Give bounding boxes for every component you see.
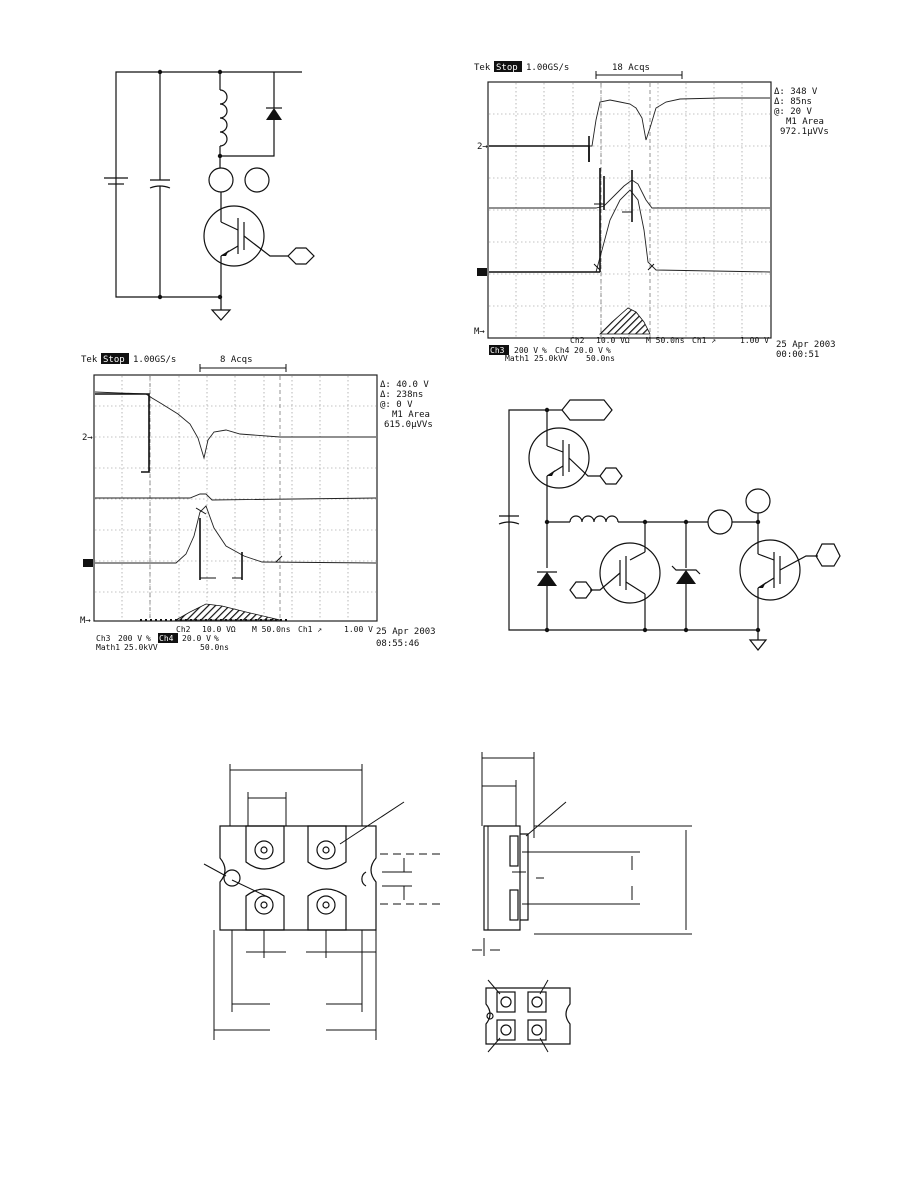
switching-energy-area bbox=[599, 307, 651, 335]
probe-node-icon bbox=[745, 488, 771, 514]
scope-run-state: Stop bbox=[103, 355, 125, 365]
ground-icon bbox=[748, 630, 768, 651]
freewheel-diode-icon bbox=[266, 107, 282, 120]
svg-text:%: % bbox=[146, 634, 151, 643]
capacitor-icon bbox=[498, 515, 520, 525]
scope-date: 25 Apr 2003 bbox=[376, 627, 436, 637]
readout-line: 615.0µVVs bbox=[384, 420, 433, 430]
trigger-source: Ch1 ↗ bbox=[298, 625, 322, 634]
scope-date: 25 Apr 2003 bbox=[776, 340, 836, 350]
inductor-icon bbox=[219, 89, 228, 147]
test-circuit-inductive-load bbox=[104, 69, 315, 321]
package-outline-top-view bbox=[203, 764, 442, 1040]
math-scale: 25.0kVV bbox=[124, 643, 158, 652]
trigger-level: 1.00 V bbox=[344, 625, 373, 634]
math-marker: M→ bbox=[474, 327, 485, 337]
gate-terminal-icon bbox=[287, 247, 315, 265]
readout-line: @: 0 V bbox=[380, 400, 413, 410]
ch2-marker: 2→ bbox=[477, 142, 488, 152]
readout-line: M1 Area bbox=[392, 410, 430, 420]
readout-line: Δ: 40.0 V bbox=[380, 380, 429, 390]
ch4-label: Ch4 bbox=[159, 634, 174, 643]
diode-icon bbox=[537, 571, 557, 586]
readout-line: @: 20 V bbox=[774, 107, 813, 117]
ch3-label: Ch3 bbox=[96, 634, 111, 643]
ch2-marker: 2→ bbox=[82, 433, 93, 443]
switching-energy-area bbox=[174, 603, 281, 621]
igbt-transistor-icon bbox=[528, 427, 600, 489]
scope-time: 00:00:51 bbox=[776, 350, 819, 360]
svg-text:%: % bbox=[606, 346, 611, 355]
scope-grid bbox=[489, 83, 770, 337]
igbt-transistor-icon bbox=[739, 539, 818, 601]
timebase: M 50.0ns bbox=[252, 625, 291, 634]
math-scale: 25.0kVV bbox=[534, 354, 568, 363]
ch3-scale: 200 V bbox=[514, 346, 538, 355]
trigger-level: 1.00 V bbox=[740, 336, 769, 345]
terminal-pad bbox=[245, 888, 285, 931]
math-label: Math1 bbox=[505, 354, 529, 363]
zener-diode-icon bbox=[671, 565, 701, 584]
test-circuit-half-bridge bbox=[498, 399, 841, 651]
timebase: M 50.0ns bbox=[646, 336, 685, 345]
gate-terminal-icon bbox=[561, 399, 613, 421]
package-pinout-icon bbox=[485, 979, 571, 1053]
trigger-source: Ch1 ↗ bbox=[692, 336, 716, 345]
readout-line: 972.1µVVs bbox=[780, 127, 829, 137]
gate-terminal-icon bbox=[569, 581, 593, 599]
ch2-label: Ch2 bbox=[176, 625, 191, 634]
scope-brand: Tek bbox=[81, 355, 98, 365]
scope-sample-rate: 1.00GS/s bbox=[526, 63, 569, 73]
ch3-scale: 200 V bbox=[118, 634, 142, 643]
package-outline-side-view bbox=[472, 752, 692, 956]
igbt-transistor-icon bbox=[203, 205, 288, 267]
scope-run-state: Stop bbox=[496, 63, 518, 73]
ch2-scale: 10.0 VΩ bbox=[202, 625, 236, 634]
ch2-label: Ch2 bbox=[570, 336, 585, 345]
math-label: Math1 bbox=[96, 643, 120, 652]
readout-line: M1 Area bbox=[786, 117, 824, 127]
inductor-icon bbox=[569, 515, 619, 523]
scope-time: 08:55:46 bbox=[376, 639, 419, 649]
scope-acqs: 8 Acqs bbox=[220, 355, 253, 365]
svg-text:%: % bbox=[542, 346, 547, 355]
capacitor-icon bbox=[149, 179, 171, 189]
scope-acqs: 18 Acqs bbox=[612, 63, 650, 73]
ch4-label: Ch4 bbox=[555, 346, 570, 355]
readout-line: Δ: 238ns bbox=[380, 390, 423, 400]
readout-line: Δ: 348 V bbox=[774, 87, 818, 97]
readout-line: Δ: 85ns bbox=[774, 97, 812, 107]
probe-node-icon bbox=[244, 167, 270, 193]
gate-terminal-icon bbox=[599, 467, 623, 485]
svg-text:%: % bbox=[214, 634, 219, 643]
ch3-label: Ch3 bbox=[490, 346, 505, 355]
probe-node-icon bbox=[208, 167, 234, 193]
ch2-scale: 10.0 VΩ bbox=[596, 336, 630, 345]
terminal-pad bbox=[307, 888, 347, 931]
scope-screen-turn-off: Tek Stop 1.00GS/s 8 Acqs bbox=[80, 353, 436, 652]
ch4-scale: 20.0 V bbox=[574, 346, 603, 355]
scope-sample-rate: 1.00GS/s bbox=[133, 355, 176, 365]
math-marker: M→ bbox=[80, 616, 91, 626]
scope-brand: Tek bbox=[474, 63, 491, 73]
terminal-pad bbox=[307, 825, 347, 870]
probe-node-icon bbox=[707, 509, 733, 535]
ground-icon bbox=[210, 309, 232, 321]
math-time: 50.0ns bbox=[200, 643, 229, 652]
math-time: 50.0ns bbox=[586, 354, 615, 363]
battery-icon bbox=[104, 177, 128, 185]
igbt-transistor-icon bbox=[590, 542, 661, 604]
terminal-pad bbox=[245, 825, 285, 870]
scope-screen-turn-on: Tek Stop 1.00GS/s 18 Acqs bbox=[474, 61, 836, 363]
ch4-scale: 20.0 V bbox=[182, 634, 211, 643]
gate-terminal-icon bbox=[815, 543, 841, 567]
